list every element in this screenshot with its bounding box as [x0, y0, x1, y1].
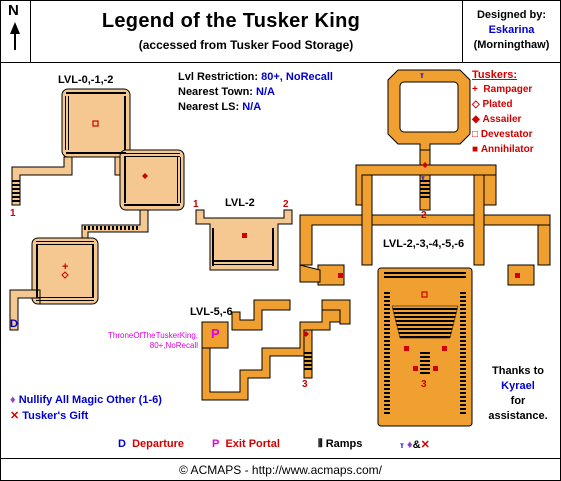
legend-item-markers: т ♦&✕: [400, 439, 430, 451]
legend-ramps: ⫴ Ramps: [318, 438, 363, 450]
throne-note-line2: 80+,NoRecall: [149, 341, 198, 350]
thanks-line1: Thanks to: [492, 365, 544, 377]
mob-legend-item: ◇ Plated: [472, 99, 513, 110]
legend-exit-portal: P Exit Portal: [212, 438, 280, 450]
throne-note-line1: ThroneOfTheTuskerKing,: [108, 331, 198, 340]
link-marker-1: 1: [193, 199, 199, 210]
item-marker-icon: т: [400, 441, 404, 450]
departure-marker: D: [10, 318, 18, 330]
map-title: Legend of the Tusker King: [101, 10, 361, 32]
footer-divider: [0, 458, 561, 459]
ramps-icon: ⫴: [318, 438, 323, 450]
restriction-info: Lvl Restriction: 80+, NoRecall: [178, 71, 333, 83]
level-label-right: LVL-2,-3,-4,-5,-6: [383, 238, 465, 250]
left-dungeon-chain: [9, 88, 185, 331]
svg-text:т: т: [421, 174, 425, 183]
nearest-ls-info: Nearest LS: N/A: [178, 101, 262, 113]
svg-text:т: т: [420, 71, 424, 80]
mob-legend-item: ■ Annihilator: [472, 144, 534, 155]
designer-divider: [462, 0, 463, 62]
level-label-upper-left: LVL-0,-1,-2: [58, 74, 114, 86]
footer-credit: © ACMAPS - http://www.acmaps.com/: [179, 463, 382, 477]
nearest-town-info: Nearest Town: N/A: [178, 86, 275, 98]
mob-legend-item: + Rampager: [472, 84, 533, 95]
gift-item: ✕ Tusker's Gift: [10, 410, 89, 422]
exit-portal-marker: P: [211, 326, 220, 341]
link-marker-2: 2: [283, 199, 289, 210]
thanks-line4: assistance.: [488, 410, 548, 422]
cross-icon: ✕: [420, 439, 430, 451]
north-arrow-icon: [10, 22, 20, 50]
link-marker-1: 1: [10, 208, 16, 219]
mob-legend-item: □ Devestator: [472, 129, 533, 140]
header-divider: [0, 62, 561, 63]
nullify-item: ♦ Nullify All Magic Other (1-6): [10, 394, 162, 406]
cross-icon: ✕: [10, 410, 20, 422]
north-divider: [30, 0, 31, 62]
designer-server: (Morningthaw): [473, 39, 550, 51]
mob-legend-title: Tuskers:: [472, 69, 518, 81]
north-label: N: [8, 2, 19, 19]
middle-room: [195, 209, 293, 271]
mob-legend-item: ◆ Assailer: [472, 114, 522, 125]
link-marker-3: 3: [302, 379, 308, 390]
link-marker-2: 2: [421, 210, 427, 221]
legend-departure: D Departure: [118, 438, 185, 450]
thanks-line3: for: [510, 395, 526, 407]
potion-icon: ♦: [10, 394, 16, 406]
thanks-name: Kyrael: [501, 380, 535, 392]
svg-text:+: +: [62, 261, 68, 273]
link-marker-3: 3: [421, 379, 427, 390]
designer-name: Eskarina: [488, 24, 535, 36]
map-subtitle: (accessed from Tusker Food Storage): [138, 38, 354, 52]
potion-icon: ♦: [406, 439, 413, 451]
designed-by-label: Designed by:: [476, 9, 547, 21]
level-label-lower: LVL-5,-6: [190, 306, 233, 318]
level-label-middle: LVL-2: [225, 197, 255, 209]
